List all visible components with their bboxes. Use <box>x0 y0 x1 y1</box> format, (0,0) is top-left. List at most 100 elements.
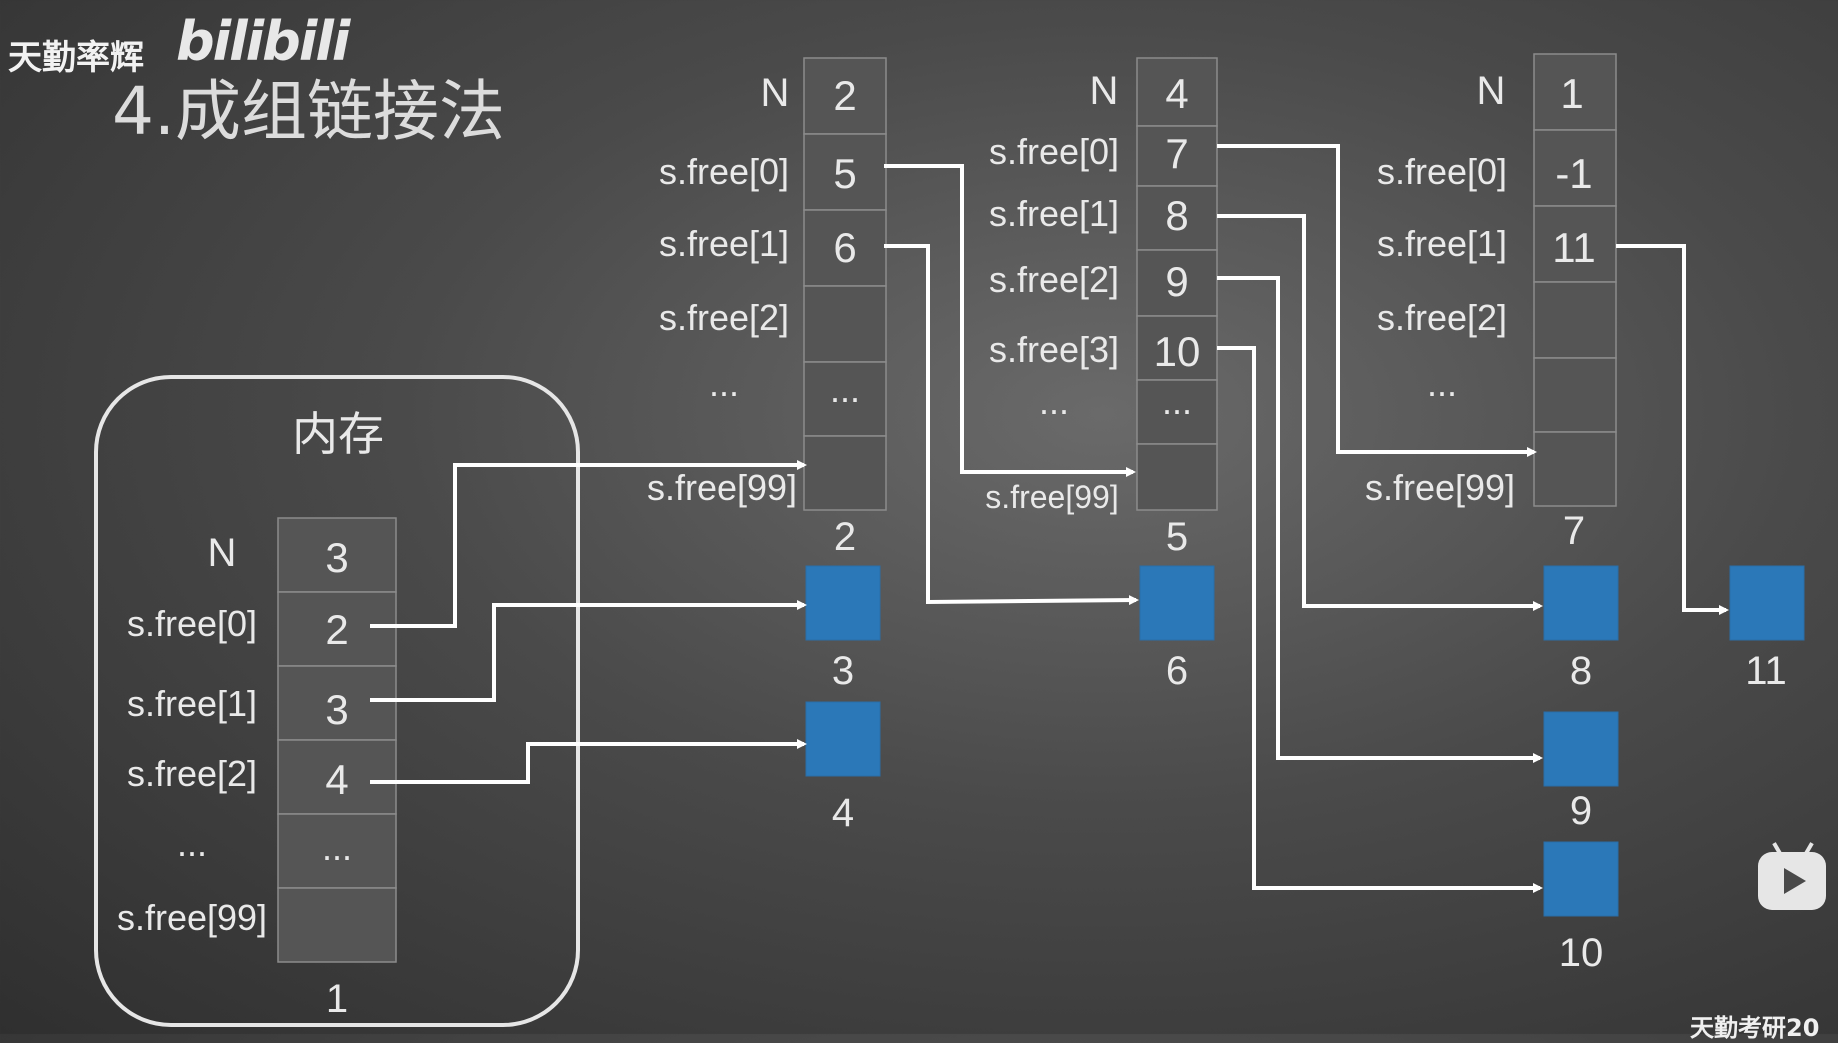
group-block-7-n-cell <box>1533 53 1617 131</box>
group-row-value: 6 <box>833 224 856 271</box>
group-block-number: 5 <box>1166 515 1188 559</box>
group-row-value: 7 <box>1165 130 1188 177</box>
group-row-value: 8 <box>1165 192 1188 239</box>
group-block-5-n-cell <box>1136 57 1218 127</box>
memory-cell-1 <box>277 665 397 741</box>
group-row-value: -1 <box>1555 150 1592 197</box>
group-row-label: s.free[2] <box>659 297 789 338</box>
group-row-value: 5 <box>833 150 856 197</box>
group-row-label: s.free[99] <box>1365 467 1515 508</box>
group-row-label: s.free[3] <box>989 329 1119 370</box>
memory-table: N 3 s.free[0] 2 s.free[1] 3 s.free[2] 4 … <box>117 517 397 1021</box>
memory-row-label: s.free[99] <box>117 897 267 938</box>
group-n-value: 2 <box>833 72 856 119</box>
group-row-value: 9 <box>1165 258 1188 305</box>
arrow-block5-to-block7 <box>1217 144 1537 457</box>
arrow-mem-to-block-4 <box>370 739 807 784</box>
free-block-label: 10 <box>1559 931 1604 975</box>
group-block-7-cell-4 <box>1533 431 1617 507</box>
memory-block-number: 1 <box>326 977 348 1021</box>
free-block-3 <box>805 565 881 641</box>
memory-cell-3 <box>277 813 397 889</box>
group-row-label: ... <box>1039 381 1069 422</box>
channel-watermark: 天勤率辉 <box>8 38 144 78</box>
group-block-7-cell-2 <box>1533 281 1617 359</box>
free-block-4 <box>805 701 881 777</box>
free-blocks: 3 4 6 8 9 10 11 <box>805 565 1805 975</box>
group-row-value: 11 <box>1552 224 1596 271</box>
arrow-block5-to-block9 <box>1217 276 1543 763</box>
group-block-2: N 2 s.free[0] 5 s.free[1] 6 s.free[2] ..… <box>647 57 887 559</box>
arrow-block2-to-block5 <box>884 164 1136 477</box>
free-block-label: 9 <box>1570 789 1592 833</box>
group-n-label: N <box>1090 69 1119 113</box>
group-row-label: s.free[1] <box>1377 223 1507 264</box>
free-block-label: 11 <box>1745 649 1787 693</box>
group-block-2-cell-2 <box>803 285 887 363</box>
group-row-label: s.free[2] <box>1377 297 1507 338</box>
group-block-5-cell-2 <box>1136 249 1218 317</box>
memory-n-label: N <box>208 531 237 575</box>
free-block-label: 8 <box>1570 649 1592 693</box>
free-block-10 <box>1543 841 1619 917</box>
group-block-2-cell-3 <box>803 361 887 437</box>
group-row-label: s.free[1] <box>659 223 789 264</box>
free-block-6 <box>1139 565 1215 641</box>
group-block-5-cell-1 <box>1136 185 1218 251</box>
group-block-2-n-cell <box>803 57 887 135</box>
arrow-block5-to-block10 <box>1217 346 1543 893</box>
group-n-value: 1 <box>1560 70 1583 117</box>
memory-n-cell <box>277 517 397 593</box>
group-block-5-cell-0 <box>1136 125 1218 187</box>
free-block-8 <box>1543 565 1619 641</box>
memory-row-label: s.free[2] <box>127 753 257 794</box>
memory-row-value: 3 <box>325 686 348 733</box>
group-n-label: N <box>761 71 790 115</box>
group-block-7: N 1 s.free[0] -1 s.free[1] 11 s.free[2] … <box>1365 53 1617 553</box>
group-block-5: N 4 s.free[0] 7 s.free[1] 8 s.free[2] 9 … <box>985 57 1218 559</box>
group-row-label: s.free[2] <box>989 259 1119 300</box>
group-row-label: s.free[0] <box>659 151 789 192</box>
group-row-value: 10 <box>1154 328 1201 375</box>
bilibili-logo: bilibili <box>176 10 350 73</box>
group-block-2-cell-4 <box>803 435 887 511</box>
group-block-number: 7 <box>1563 509 1585 553</box>
arrow-mem-to-block-3 <box>370 600 807 702</box>
memory-row-value: 4 <box>325 756 348 803</box>
memory-cell-4 <box>277 887 397 963</box>
memory-frame <box>94 375 580 1027</box>
arrow-block7-to-block11 <box>1616 244 1729 615</box>
free-block-11 <box>1729 565 1805 641</box>
arrow-block5-to-block8 <box>1217 214 1543 611</box>
memory-row-label: ... <box>177 823 207 864</box>
group-row-value: ... <box>830 369 860 410</box>
group-row-value: ... <box>1162 381 1192 422</box>
memory-row-label: s.free[0] <box>127 603 257 644</box>
group-row-label: ... <box>709 363 739 404</box>
free-block-label: 4 <box>832 791 854 835</box>
group-n-value: 4 <box>1165 70 1188 117</box>
memory-row-value: ... <box>322 827 352 868</box>
memory-row-value: 2 <box>325 606 348 653</box>
group-row-label: ... <box>1427 363 1457 404</box>
slide-title: 4.成组链接法 <box>112 73 505 150</box>
group-block-7-cell-0 <box>1533 129 1617 207</box>
group-block-7-cell-3 <box>1533 357 1617 433</box>
group-block-5-cell-4 <box>1136 379 1218 445</box>
arrow-block2-to-block6 <box>884 244 1139 606</box>
group-row-label: s.free[0] <box>1377 151 1507 192</box>
free-block-9 <box>1543 711 1619 787</box>
group-block-2-cell-0 <box>803 133 887 211</box>
memory-cell-0 <box>277 591 397 667</box>
group-row-label: s.free[0] <box>989 131 1119 172</box>
group-block-5-cell-5 <box>1136 443 1218 511</box>
arrow-mem-to-block-2 <box>370 460 807 628</box>
group-row-label: s.free[1] <box>989 193 1119 234</box>
memory-row-label: s.free[1] <box>127 683 257 724</box>
memory-cell-2 <box>277 739 397 815</box>
group-block-number: 2 <box>834 515 856 559</box>
memory-label: 内存 <box>292 408 384 460</box>
footer-watermark: 天勤考研20 <box>1690 1014 1820 1042</box>
bilibili-play-icon <box>1758 852 1826 910</box>
